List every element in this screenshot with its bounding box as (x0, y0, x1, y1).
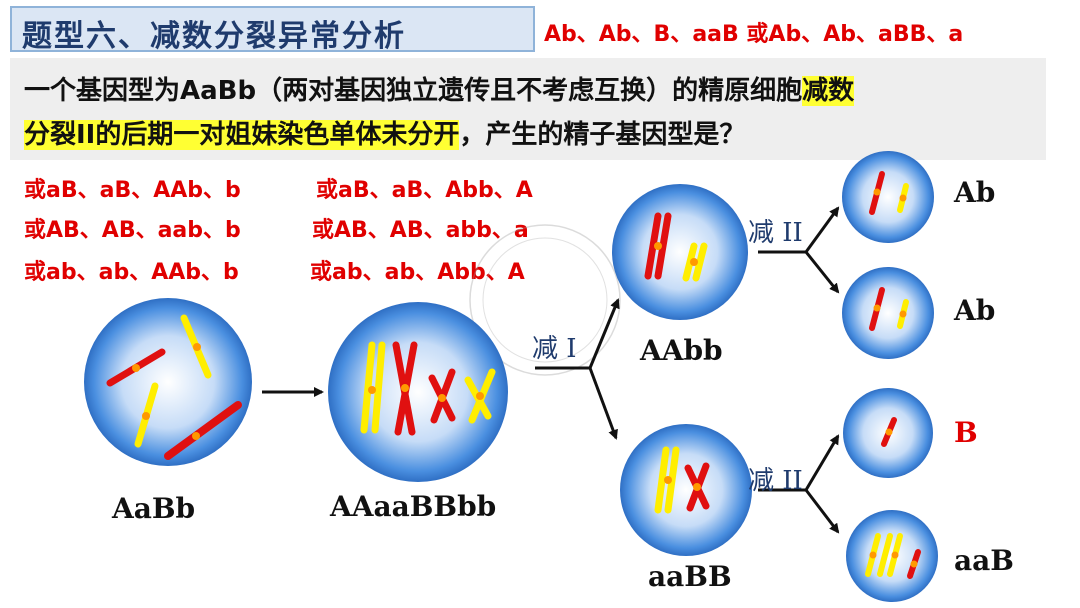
label-end-3: B (954, 416, 978, 449)
title-box: 题型六、减数分裂异常分析 (10, 6, 535, 54)
option-2: 或aB、aB、Abb、A (316, 178, 533, 203)
cell-end-4 (846, 510, 938, 602)
step-meiosis2-top: 减 II (748, 218, 803, 248)
step-meiosis2-bottom: 减 II (748, 466, 803, 496)
branch-meiosis2-bottom (758, 434, 840, 534)
label-mid-top: AAbb (640, 334, 723, 367)
label-replicated: AAaaBBbb (330, 490, 497, 523)
label-end-2: Ab (954, 294, 996, 327)
question-line-2-highlight: 分裂II的后期一对姐妹染色单体未分开 (24, 120, 460, 150)
cell-start (84, 298, 252, 466)
chromosome-yellow-pair (654, 446, 680, 514)
chromosome-yellow-pair (360, 341, 386, 434)
chromosome-red-pair (644, 212, 672, 280)
label-mid-bottom: aaBB (648, 560, 732, 593)
question-line-1-highlight: 减数 (802, 76, 855, 106)
cell-mid-bottom (620, 424, 752, 556)
branch-meiosis2-top (758, 206, 840, 294)
chromosome-yellow (180, 314, 212, 379)
label-end-1: Ab (954, 176, 996, 209)
label-start: AaBb (112, 492, 196, 525)
cell-end-1 (842, 151, 934, 243)
chromosome-yellow-pair (464, 368, 496, 424)
chromosome-red-pair (684, 462, 710, 512)
question-box: 一个基因型为AaBb（两对基因独立遗传且不考虑互换）的精原细胞减数 分裂II的后… (10, 58, 1046, 160)
option-4: 或AB、AB、abb、a (312, 218, 529, 243)
question-line-2-text: ，产生的精子基因型是？ (459, 120, 746, 150)
step-meiosis1: 减 I (532, 334, 577, 364)
chromosome-red (106, 348, 166, 387)
page-title: 题型六、减数分裂异常分析 (22, 19, 406, 54)
watermark (469, 224, 621, 376)
cell-end-3 (843, 388, 933, 478)
chromosome-yellow-pair (682, 242, 708, 282)
option-6: 或ab、ab、Abb、A (310, 260, 525, 285)
question-line-1: 一个基因型为AaBb（两对基因独立遗传且不考虑互换）的精原细胞减数 (24, 70, 855, 107)
cell-replicated (328, 302, 508, 482)
cell-mid-top (612, 184, 748, 320)
option-5: 或ab、ab、AAb、b (24, 260, 239, 285)
chromosome-red (164, 401, 242, 460)
question-line-2: 分裂II的后期一对姐妹染色单体未分开，产生的精子基因型是？ (24, 114, 745, 151)
option-1: 或aB、aB、AAb、b (24, 178, 241, 203)
label-end-4: aaB (954, 544, 1014, 577)
chromosome-red-pair (428, 368, 456, 424)
question-line-1-text: 一个基因型为AaBb（两对基因独立遗传且不考虑互换）的精原细胞 (24, 76, 803, 106)
cell-end-2 (842, 267, 934, 359)
chromosome-red-pair (392, 341, 418, 436)
option-3: 或AB、AB、aab、b (24, 218, 241, 243)
chromosome-yellow (134, 382, 159, 448)
branch-meiosis1 (535, 298, 620, 440)
answer-text: Ab、Ab、B、aaB 或Ab、Ab、aBB、a (544, 22, 964, 47)
